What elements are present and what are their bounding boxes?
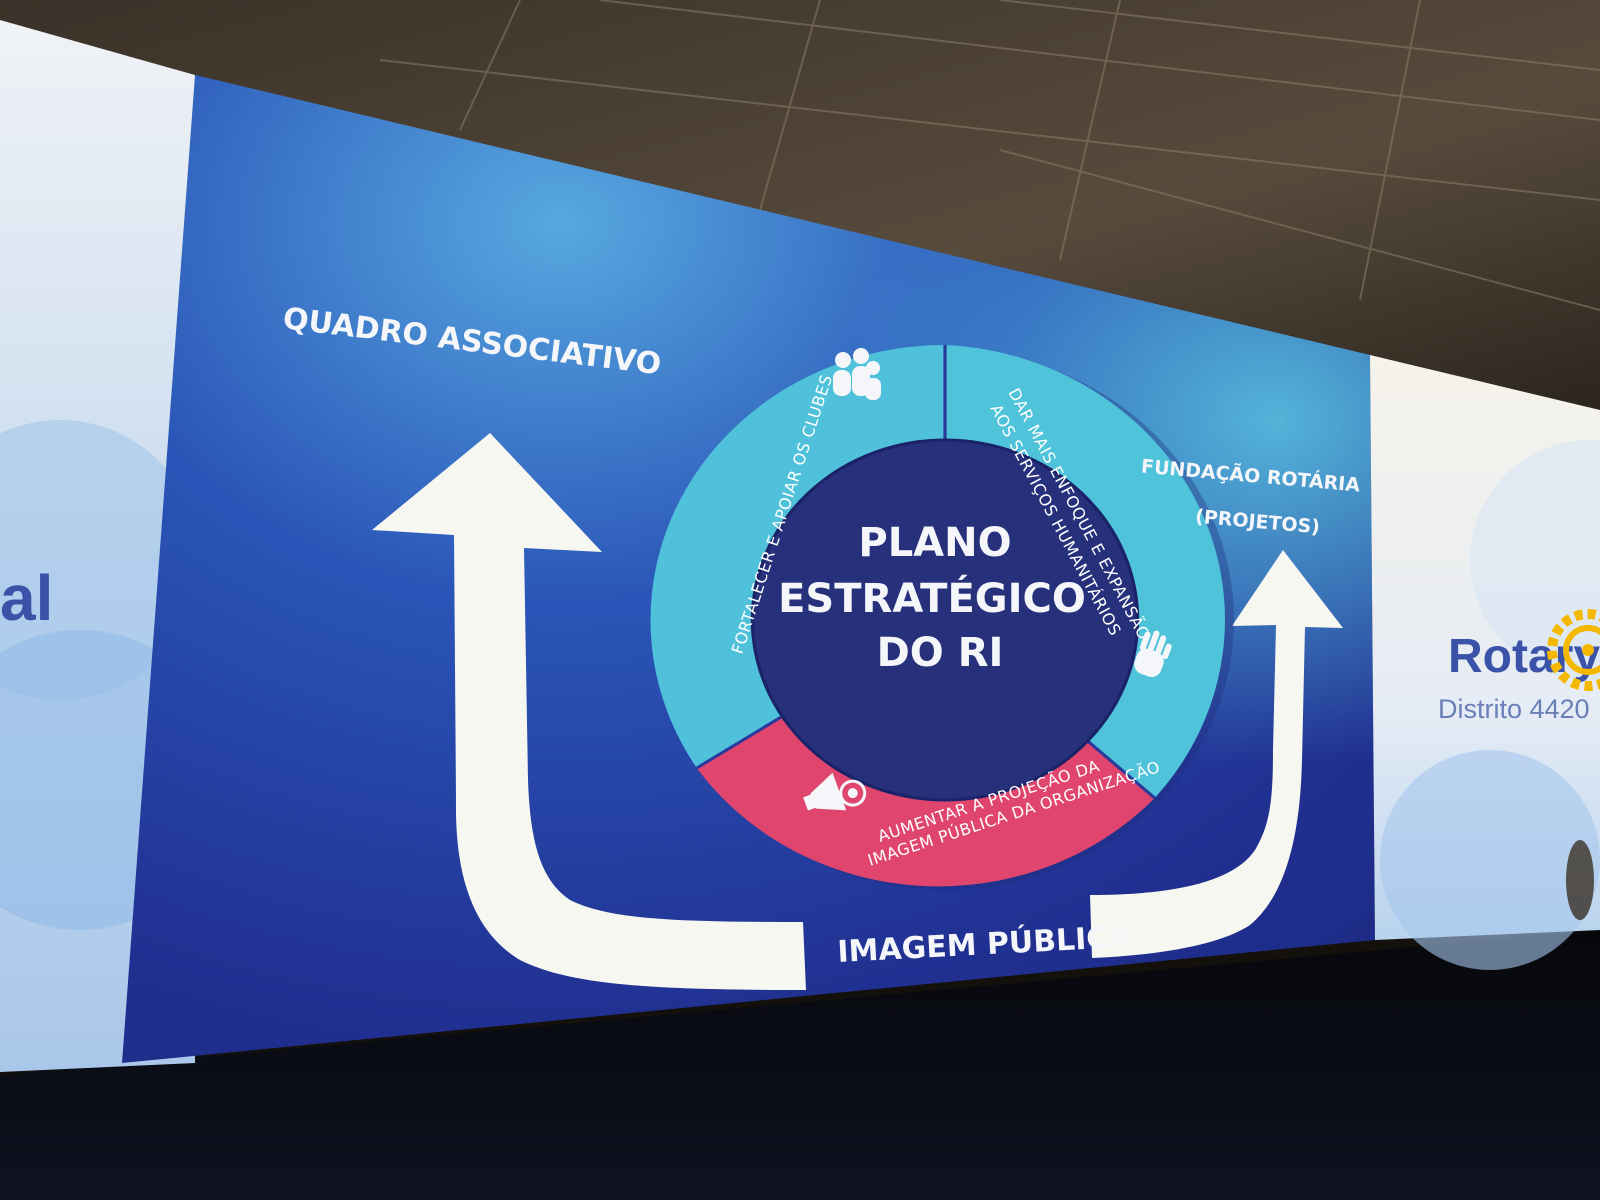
- left-banner-text: al: [0, 562, 53, 634]
- strategic-plan-diagram: [650, 344, 1234, 890]
- arrow-right-icon: [1090, 550, 1343, 958]
- rotary-wheel-icon: [1547, 609, 1600, 691]
- center-circle: [752, 440, 1138, 800]
- stage-floor: [0, 930, 1600, 1200]
- rotary-brand: Rotary: [1448, 630, 1600, 683]
- arrow-left-icon: [372, 433, 806, 990]
- center-title-line2: ESTRATÉGICO: [778, 574, 1086, 622]
- center-title-line1: PLANO: [858, 520, 1011, 566]
- ceiling-grid: [379, 0, 1600, 311]
- audience-silhouette: [1566, 840, 1594, 920]
- center-title-line3: DO RI: [877, 630, 1004, 676]
- megaphone-icon: [803, 772, 867, 811]
- rotary-district: Distrito 4420: [1438, 694, 1590, 724]
- people-icon: [833, 348, 881, 400]
- hand-icon: [1134, 630, 1172, 678]
- left-banner-circle: [0, 420, 200, 700]
- right-banner-circle: [1380, 750, 1600, 970]
